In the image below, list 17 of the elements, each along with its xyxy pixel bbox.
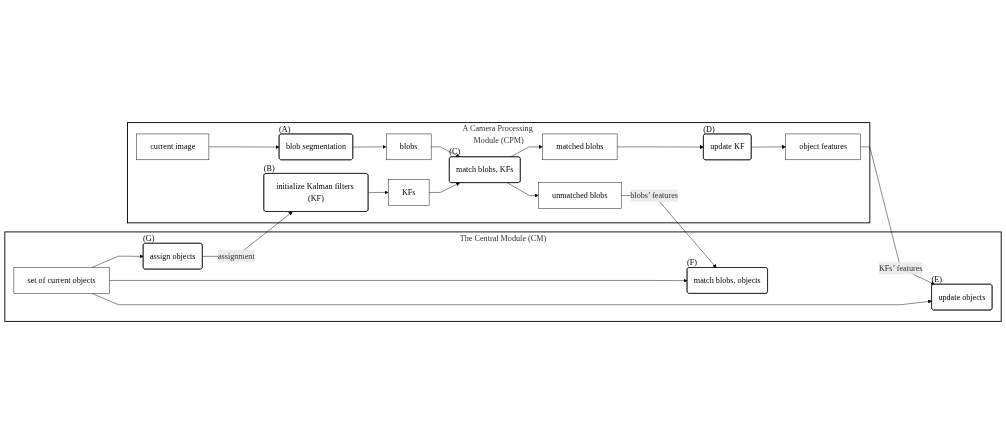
step-letter: (D) (703, 124, 715, 134)
step-letter: (B) (263, 164, 275, 174)
step-letter: (A) (279, 124, 291, 134)
edge-label: assignment (217, 251, 255, 261)
node-box: object features (785, 133, 861, 161)
node-box: unmatched blobs (538, 182, 622, 209)
step-letter: (F) (687, 258, 697, 268)
node-box: current image (136, 133, 210, 161)
node-box: matched blobs (542, 133, 618, 161)
node-box: set of current objects (13, 267, 110, 294)
node-box: blobs (386, 133, 432, 161)
edge-label: blobs’ features (630, 190, 678, 200)
node-box: KFs (388, 179, 430, 206)
step-letter: (E) (931, 274, 942, 284)
edge-label: KFs’ features (878, 263, 923, 273)
step-letter: (G) (143, 234, 155, 243)
step-letter: (C) (449, 147, 461, 157)
